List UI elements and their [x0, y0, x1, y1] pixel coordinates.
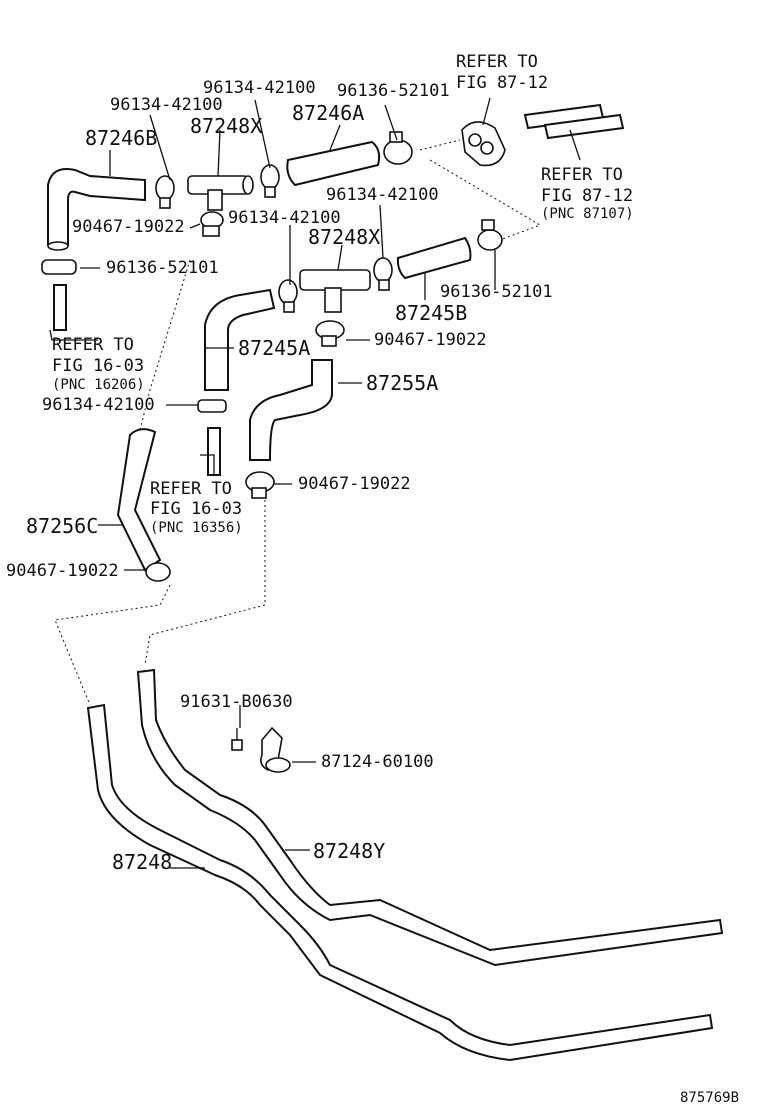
- clamp-96136-left: [41, 259, 77, 275]
- label-96134-low: 96134-42100: [42, 395, 155, 415]
- clamp-90467-a: [200, 211, 224, 237]
- clamp-96134-top2: [260, 164, 280, 198]
- pipe-stub-mid: [207, 427, 221, 476]
- label-96134-top1: 96134-42100: [110, 95, 223, 115]
- pipes-upper-right: [523, 103, 625, 140]
- label-87248Y: 87248Y: [313, 839, 385, 863]
- tee-87248X-top: [187, 175, 254, 211]
- label-87124: 87124-60100: [321, 752, 434, 772]
- label-refer-87-12-b-pnc: (PNC 87107): [541, 206, 634, 222]
- clamp-96134-mid2: [373, 257, 393, 291]
- label-96134-mid1: 96134-42100: [228, 208, 341, 228]
- label-87248X-top: 87248X: [190, 114, 262, 138]
- label-diagram-code: 875769B: [680, 1090, 739, 1106]
- label-90467-b: 90467-19022: [374, 330, 487, 350]
- label-87246B: 87246B: [85, 126, 157, 150]
- label-96136-left: 96136-52101: [106, 258, 219, 278]
- hose-87246A: [286, 140, 381, 187]
- hose-87245B: [396, 236, 472, 280]
- hose-87255A: [249, 359, 333, 461]
- label-87255A: 87255A: [366, 371, 438, 395]
- label-87245B: 87245B: [395, 301, 467, 325]
- hose-87246B: [47, 168, 146, 246]
- clamp-96136-top: [383, 131, 413, 165]
- clamp-96136-right: [477, 219, 503, 251]
- label-refer-16-03-a-pnc: (PNC 16206): [52, 377, 145, 393]
- label-refer-87-12-b-line1: REFER TO: [541, 165, 623, 185]
- label-refer-87-12-a-line2: FIG 87-12: [456, 73, 548, 93]
- clamp-90467-b: [315, 320, 345, 347]
- label-90467-c: 90467-19022: [298, 474, 411, 494]
- label-96134-top2: 96134-42100: [203, 78, 316, 98]
- pipe-87248: [86, 703, 714, 1062]
- label-refer-16-03-a-line2: FIG 16-03: [52, 356, 144, 376]
- label-refer-16-03-a-line1: REFER TO: [52, 335, 134, 355]
- label-87248X-mid: 87248X: [308, 225, 380, 249]
- label-refer-87-12-a-line1: REFER TO: [456, 52, 538, 72]
- label-87246A: 87246A: [292, 101, 364, 125]
- bracket-87124: [260, 726, 291, 773]
- label-87256C: 87256C: [26, 514, 98, 538]
- label-87248: 87248: [112, 850, 172, 874]
- clamp-90467-c: [245, 471, 275, 499]
- label-96136-right: 96136-52101: [440, 282, 553, 302]
- label-91631: 91631-B0630: [180, 692, 293, 712]
- grommet: [461, 121, 506, 167]
- bolt-91631: [231, 728, 243, 751]
- label-87245A: 87245A: [238, 336, 310, 360]
- label-90467-d: 90467-19022: [6, 561, 119, 581]
- label-refer-16-03-b-line2: FIG 16-03: [150, 499, 242, 519]
- clamp-90467-d: [145, 562, 171, 582]
- pipe-87248Y: [136, 668, 724, 967]
- label-refer-87-12-b-line2: FIG 87-12: [541, 186, 633, 206]
- clamp-96134-mid1: [278, 279, 298, 313]
- dotted-connectors: [54, 139, 542, 706]
- tee-87248X-mid: [299, 269, 371, 313]
- hose-87245A: [204, 288, 276, 391]
- clamp-96134-top1: [155, 175, 175, 209]
- label-refer-16-03-b-line1: REFER TO: [150, 479, 232, 499]
- label-refer-16-03-b-pnc: (PNC 16356): [150, 520, 243, 536]
- pipe-stub-left: [53, 284, 67, 331]
- label-96134-mid2: 96134-42100: [326, 185, 439, 205]
- label-96136-top: 96136-52101: [337, 81, 450, 101]
- part-labels: 96134-42100 96134-42100 96136-52101 REFE…: [6, 52, 739, 1106]
- label-90467-a: 90467-19022: [72, 217, 185, 237]
- leader-lines: [49, 97, 581, 869]
- clamp-96134-low: [197, 399, 227, 413]
